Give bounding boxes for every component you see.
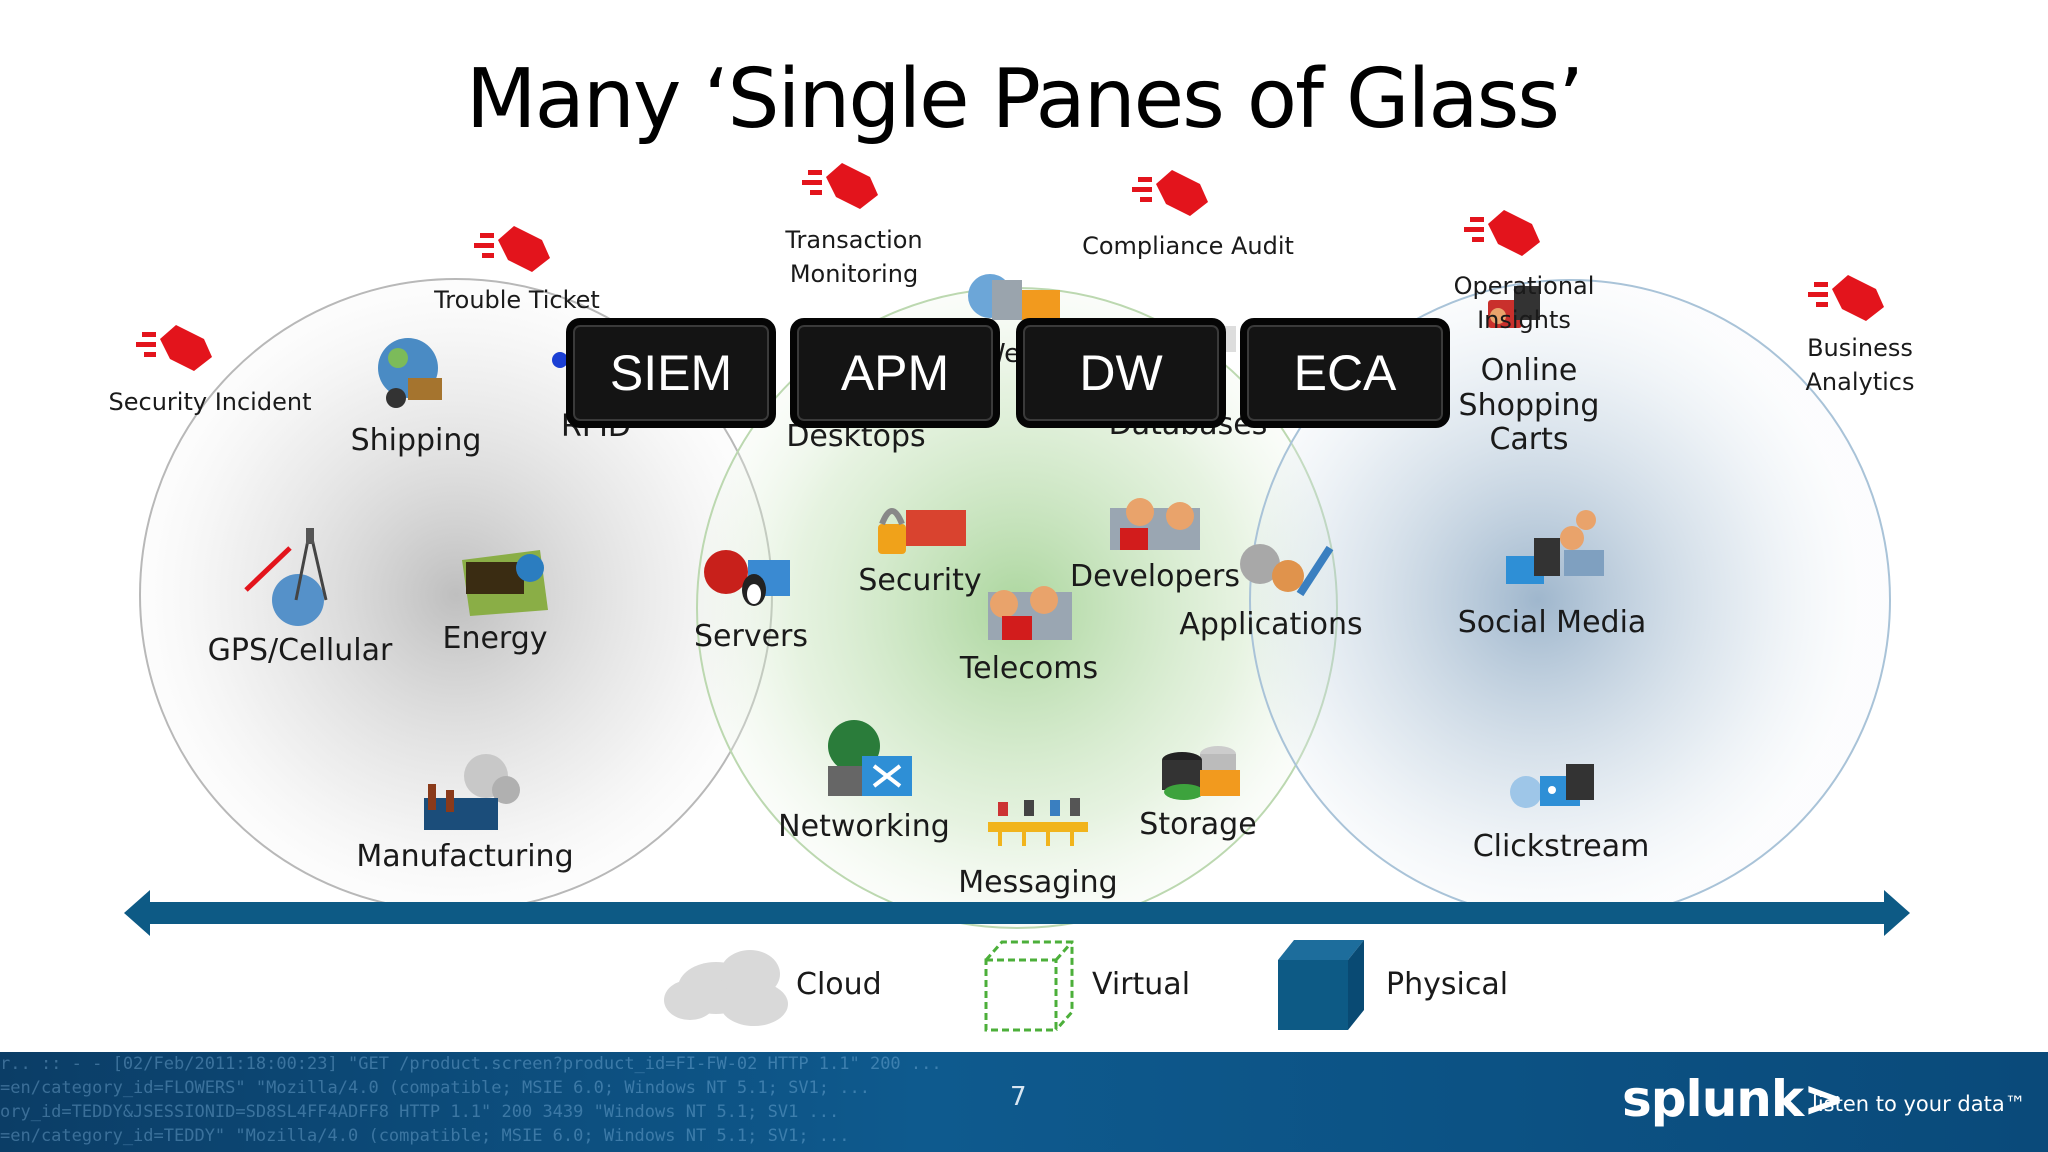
item-networking: Networking	[778, 809, 950, 844]
page-number: 7	[1010, 1082, 1027, 1112]
physical-cube-icon	[1278, 940, 1364, 1030]
log-line: r.. :: - - [02/Feb/2011:18:00:23] "GET /…	[0, 1054, 942, 1074]
item-applications: Applications	[1179, 607, 1363, 642]
gps-cellular-icon	[244, 528, 328, 626]
tag-icon	[1464, 210, 1540, 256]
tag-icon	[802, 163, 878, 209]
item-social-media: Social Media	[1457, 605, 1647, 640]
networking-icon	[828, 720, 912, 796]
log-line: =en/category_id=FLOWERS" "Mozilla/4.0 (c…	[0, 1078, 870, 1098]
item-security: Security	[858, 563, 982, 598]
tag-icon	[1808, 275, 1884, 321]
storage-icon	[1162, 746, 1240, 800]
item-telecoms: Telecoms	[959, 651, 1099, 686]
item-manufacturing: Manufacturing	[356, 839, 574, 874]
pane-dw: DW	[1016, 318, 1226, 428]
item-online-shopping-carts: Online Shopping Carts	[1458, 353, 1600, 457]
globe-shipping-icon	[378, 338, 442, 408]
tag-label-trouble-ticket: Trouble Ticket	[434, 286, 600, 314]
virtual-cube-icon	[984, 940, 1074, 1032]
manufacturing-icon	[424, 754, 520, 830]
pane-siem: SIEM	[566, 318, 776, 428]
pane-eca: ECA	[1240, 318, 1450, 428]
tag-label-business-analytics: Business Analytics	[1805, 334, 1915, 396]
tag-label-transaction-monitoring: Transaction Monitoring	[785, 226, 923, 288]
developers-icon	[1110, 498, 1200, 550]
web-services-icon	[968, 274, 1060, 320]
telecoms-icon	[988, 586, 1072, 640]
footer-bar: r.. :: - - [02/Feb/2011:18:00:23] "GET /…	[0, 1052, 2048, 1152]
pane-apm: APM	[790, 318, 1000, 428]
social-media-icon	[1506, 510, 1604, 584]
item-energy: Energy	[442, 621, 548, 656]
legend-cloud-label: Cloud	[796, 967, 882, 1002]
shopping-cart-icon	[1488, 286, 1540, 328]
servers-icon	[704, 550, 790, 606]
log-line: =en/category_id=TEDDY" "Mozilla/4.0 (com…	[0, 1126, 850, 1146]
tag-icon	[1132, 170, 1208, 216]
legend-virtual-label: Virtual	[1092, 967, 1191, 1002]
applications-icon	[1240, 544, 1334, 597]
logo-tagline: listen to your data™	[1812, 1092, 2026, 1116]
legend-physical-label: Physical	[1386, 967, 1509, 1002]
log-line: ory_id=TEDDY&JSESSIONID=SD8SL4FF4ADFF8 H…	[0, 1102, 840, 1122]
item-clickstream: Clickstream	[1472, 829, 1650, 864]
tag-icon	[136, 325, 212, 371]
tag-icon	[474, 226, 550, 272]
splunk-logo: splunk>	[1622, 1070, 1845, 1128]
clickstream-icon	[1510, 764, 1594, 808]
item-servers: Servers	[693, 619, 808, 654]
messaging-icon	[988, 798, 1088, 846]
item-gps-cellular: GPS/Cellular	[207, 633, 393, 668]
spectrum-arrow	[124, 890, 1910, 936]
tag-label-security-incident: Security Incident	[108, 388, 312, 416]
item-developers: Developers	[1070, 559, 1240, 594]
tag-label-operational-insights: Operational Insights	[1453, 272, 1595, 334]
security-icon	[878, 508, 966, 554]
item-messaging: Messaging	[958, 865, 1118, 900]
cloud-legend-icon	[664, 950, 788, 1026]
tag-label-compliance-audit: Compliance Audit	[1082, 232, 1294, 260]
item-storage: Storage	[1139, 807, 1257, 842]
rfid-icon	[552, 352, 568, 368]
slide-title: Many ‘Single Panes of Glass’	[465, 52, 1584, 147]
item-shipping: Shipping	[350, 423, 482, 458]
energy-icon	[462, 550, 548, 616]
